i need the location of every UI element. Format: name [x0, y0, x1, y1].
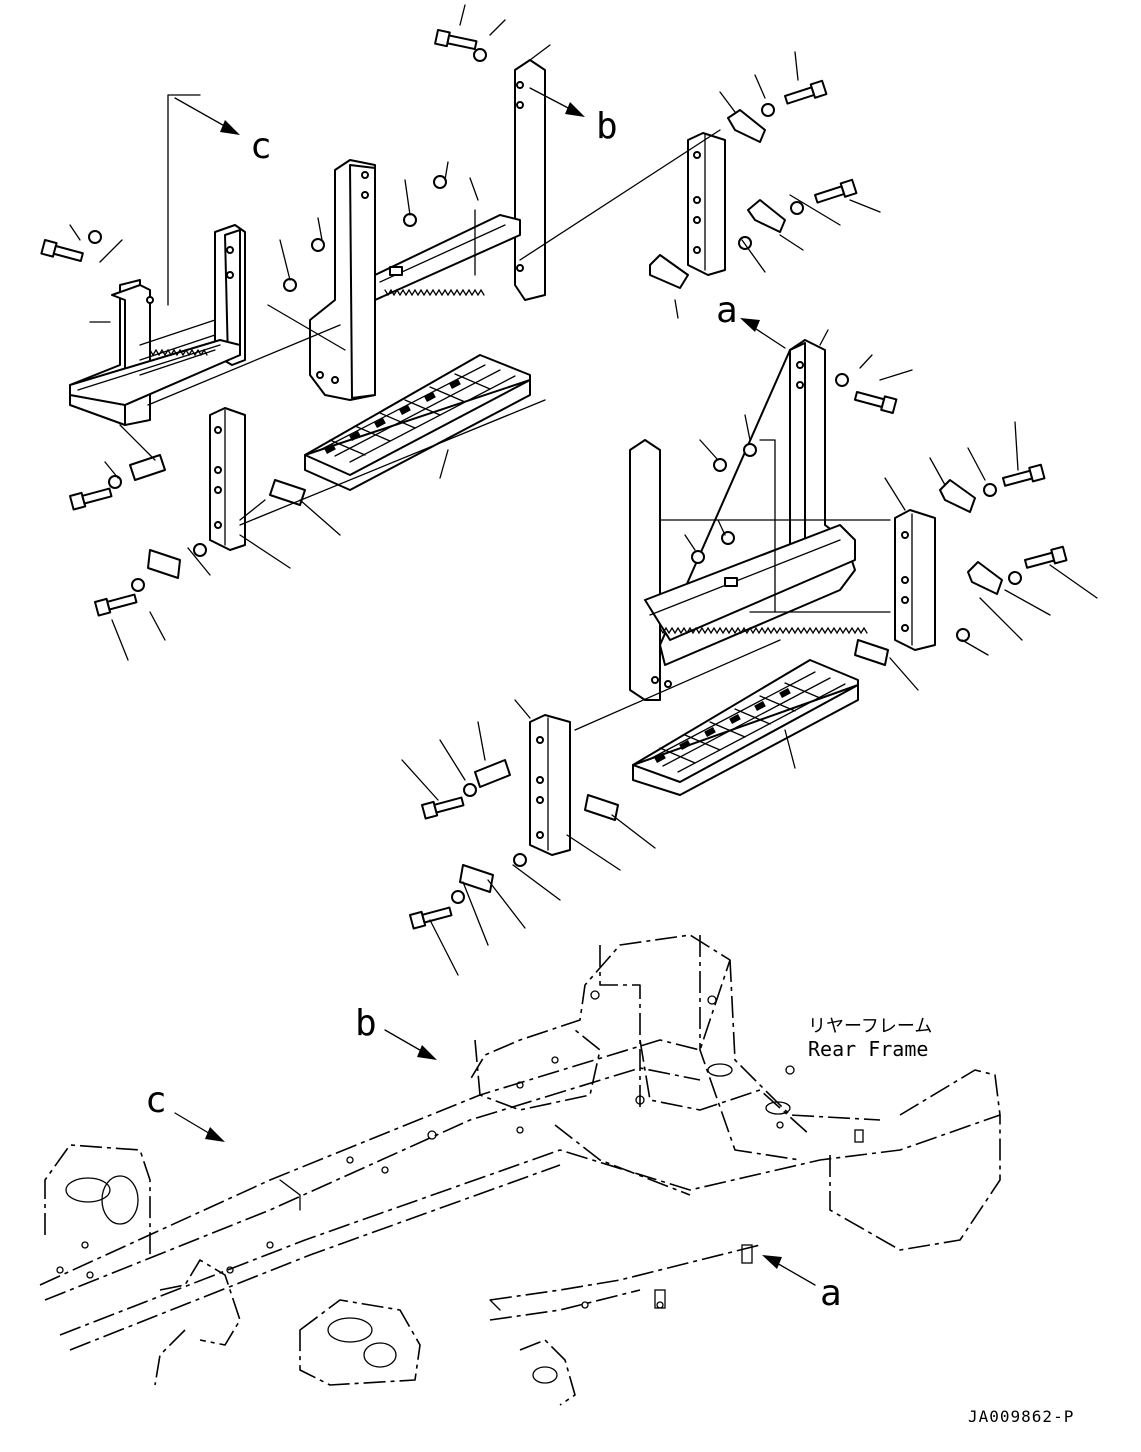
left-fasteners: [88, 48, 487, 592]
left-step-assembly: [40, 4, 551, 661]
bolts: [40, 29, 478, 617]
label-b-lower: b: [355, 1003, 377, 1044]
rear-frame-label-japanese: リヤーフレーム: [808, 1016, 932, 1037]
right-step-assembly: [401, 329, 1098, 976]
label-a-arrow-upper: [740, 318, 786, 349]
left-large-bracket: [309, 59, 546, 401]
left-splice-plate: [209, 407, 246, 551]
left-leaders: [69, 4, 551, 661]
label-a-lower: a: [820, 1273, 842, 1314]
label-a-arrow-lower: [762, 1255, 816, 1286]
label-arrows: [174, 87, 816, 1286]
label-a-upper: a: [716, 290, 738, 331]
left-small-bracket: [69, 224, 246, 426]
label-c-upper: c: [250, 126, 272, 167]
left-grating-step: [304, 354, 531, 491]
drawing-code: JA009862-P: [968, 1407, 1074, 1426]
label-b-arrow-upper: [529, 87, 585, 117]
label-c-arrow-upper: [174, 97, 240, 135]
label-c-arrow-lower: [174, 1112, 225, 1142]
construction-lines: [147, 94, 891, 731]
upper-right-plates: [649, 51, 881, 319]
label-c-lower: c: [145, 1080, 167, 1121]
rear-frame-label-english: Rear Frame: [808, 1037, 928, 1061]
label-b-arrow-lower: [384, 1029, 437, 1060]
rear-frame: [39, 934, 1001, 1406]
label-b-upper: b: [596, 106, 618, 147]
